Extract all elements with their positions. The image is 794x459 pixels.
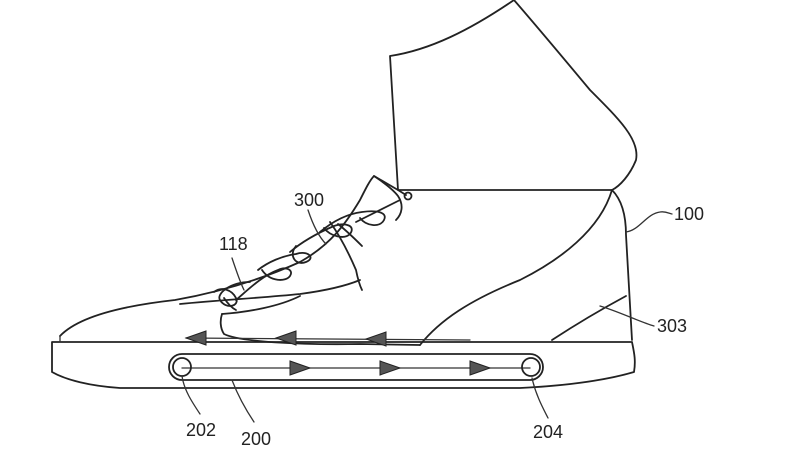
liner-toe-line <box>221 295 301 315</box>
arrow-right-icon <box>289 360 312 376</box>
label-204: 204 <box>533 422 563 442</box>
sole-outline <box>51 341 636 389</box>
leader-202 <box>181 375 201 415</box>
leader-100 <box>625 211 673 233</box>
sock-inner-line <box>419 189 613 346</box>
leader-204 <box>531 377 549 419</box>
foot-liner-outline <box>179 279 421 346</box>
heel-counter-line <box>551 295 627 341</box>
conveyor-belt <box>168 353 544 381</box>
label-200: 200 <box>241 429 271 449</box>
label-202: 202 <box>186 420 216 440</box>
tongue-outline <box>373 175 403 221</box>
shoe-upper-outline <box>59 175 633 341</box>
arrow-left-icon <box>274 330 297 346</box>
upper-arrows <box>184 330 471 347</box>
label-118: 118 <box>219 234 248 254</box>
eyelet-icon <box>403 191 413 201</box>
leader-200 <box>231 379 255 423</box>
leader-118 <box>231 257 245 291</box>
arrow-left-icon <box>184 330 207 346</box>
right-roller-icon <box>521 357 541 377</box>
leader-303 <box>599 305 655 327</box>
arrow-left-icon <box>364 331 387 347</box>
arrow-right-icon <box>379 360 402 376</box>
leader-300 <box>307 209 327 245</box>
label-300: 300 <box>294 190 324 210</box>
sock-outline <box>389 0 638 196</box>
label-100: 100 <box>674 204 704 224</box>
label-303: 303 <box>657 316 687 336</box>
lace-group <box>213 199 401 311</box>
arrow-right-icon <box>469 360 492 376</box>
left-roller-icon <box>172 357 192 377</box>
